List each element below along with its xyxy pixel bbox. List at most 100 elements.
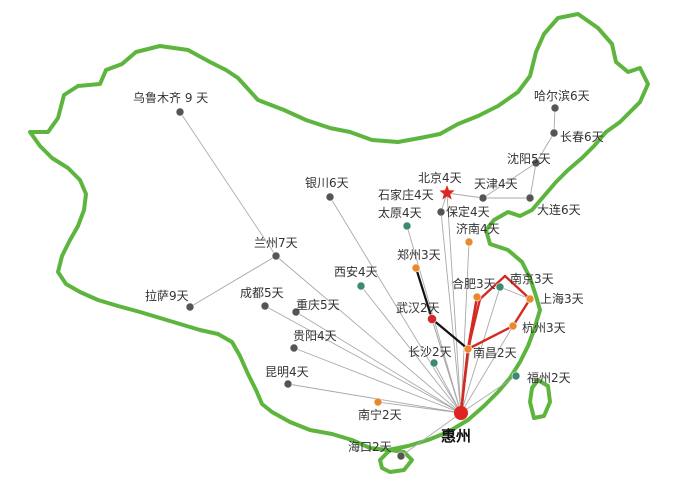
city-node-lhasa (185, 302, 195, 312)
city-node-urumqi (175, 107, 185, 117)
route-line-lanzhou (275, 255, 462, 414)
city-node-nanjing (495, 282, 505, 292)
city-label-lanzhou: 兰州7天 (254, 236, 298, 250)
city-label-jinan: 济南4天 (456, 221, 500, 236)
highlight-route-zhengzhou-wuhan (414, 266, 434, 321)
city-node-chongqing (291, 307, 301, 317)
route-line-nanjing-shanghai (499, 286, 531, 300)
route-line-urumqi-lanzhou (179, 111, 277, 257)
city-label-hangzhou: 杭州3天 (522, 320, 566, 335)
route-line-yinchuan (329, 196, 462, 414)
route-line-kunming (287, 383, 462, 414)
city-node-xian (356, 281, 366, 291)
city-label-xian: 西安4天 (334, 264, 378, 279)
city-labels: 乌鲁木齐 9 天 哈尔滨6天长春6天沈阳5天大连6天 北京4天天津4天石家庄4天保定… (133, 88, 604, 454)
city-label-lhasa: 拉萨9天 (145, 288, 189, 303)
highlight-routes (414, 266, 532, 415)
highlight-route-red-3 (466, 324, 515, 351)
city-node-taiyuan (402, 221, 412, 231)
hainan-outline (378, 448, 414, 474)
city-label-fuzhou: 福州2天 (527, 370, 571, 385)
route-line-haikou (400, 412, 462, 457)
highlight-route-hub-nanchang (459, 347, 470, 415)
city-label-dalian: 大连6天 (537, 202, 581, 217)
route-line-tianjin-shenyang (482, 162, 537, 199)
route-line-nanjing (460, 286, 501, 414)
route-line-beijing-tianjin (446, 192, 484, 199)
city-node-fuzhou (511, 371, 521, 381)
city-label-shanghai: 上海3天 (540, 291, 584, 306)
city-label-beijing: 北京4天 (418, 171, 462, 185)
city-label-harbin: 哈尔滨6天 (534, 88, 590, 103)
city-node-zhengzhou (411, 263, 421, 273)
city-node-shenyang (531, 158, 541, 168)
city-label-yinchuan: 银川6天 (305, 176, 349, 190)
city-node-tianjin (478, 193, 488, 203)
route-line-shenyang-changchun (535, 132, 555, 164)
city-node-harbin (550, 103, 560, 113)
city-node-nanning (373, 397, 383, 407)
hub-node (454, 406, 468, 420)
route-line-jinan (460, 241, 470, 414)
china-outline (28, 12, 650, 452)
route-line-lanzhou-lhasa (189, 255, 277, 308)
city-label-guiyang: 贵阳4天 (293, 329, 337, 343)
city-node-changsha (429, 358, 439, 368)
city-label-nanchang: 南昌2天 (473, 345, 517, 360)
city-label-changchun: 长春6天 (560, 130, 604, 144)
city-label-kunming: 昆明4天 (265, 365, 309, 379)
highlight-route-red-4 (511, 297, 532, 328)
city-nodes (175, 103, 560, 461)
city-label-haikou: 海口2天 (348, 439, 392, 454)
taiwan-outline (528, 378, 552, 420)
city-label-changsha: 长沙2天 (408, 345, 452, 359)
city-node-wuhan (427, 314, 437, 324)
city-node-baoding (436, 207, 446, 217)
city-node-dalian (525, 193, 535, 203)
route-line-beijing (446, 192, 462, 414)
route-line-xian (360, 285, 462, 414)
city-node-guiyang (289, 343, 299, 353)
city-label-wuhan: 武汉2天 (396, 301, 440, 315)
star-icon (439, 185, 455, 200)
route-line-shenyang-dalian (529, 162, 537, 199)
city-label-baoding: 保定4天 (446, 204, 490, 219)
route-line-chengdu (264, 305, 462, 414)
city-label-hefei: 合肥3天 (452, 276, 496, 291)
city-node-changchun (549, 128, 559, 138)
city-node-shanghai (525, 294, 535, 304)
city-label-shijiazhuang: 石家庄4天 (378, 187, 434, 202)
city-node-lanzhou (271, 251, 281, 261)
city-label-chongqing: 重庆5天 (296, 298, 340, 312)
route-line-baoding (440, 211, 462, 414)
city-node-nanchang (463, 344, 473, 354)
city-label-nanning: 南宁2天 (358, 407, 402, 422)
route-line-hangzhou (460, 325, 514, 414)
hub-label: 惠州 (441, 427, 471, 445)
city-node-hangzhou (508, 321, 518, 331)
route-line-chongqing (295, 311, 462, 414)
route-line-changsha (433, 362, 462, 414)
city-node-haikou (396, 451, 406, 461)
route-line-nanning (377, 401, 462, 414)
city-node-jinan (464, 237, 474, 247)
highlight-route-wuhan-nanchang (430, 317, 470, 351)
highlight-route-red-6 (478, 274, 507, 301)
city-label-zhengzhou: 郑州3天 (397, 247, 441, 262)
city-label-taiyuan: 太原4天 (378, 205, 422, 220)
highlight-route-red-7 (466, 297, 482, 351)
city-node-yinchuan (325, 192, 335, 202)
city-node-hefei (472, 292, 482, 302)
city-label-urumqi: 乌鲁木齐 9 天 (133, 90, 208, 105)
city-node-kunming (283, 379, 293, 389)
city-label-chengdu: 成都5天 (240, 286, 284, 300)
city-label-nanjing: 南京3天 (510, 271, 554, 286)
route-line-guiyang (293, 347, 462, 414)
highlight-route-red-5 (503, 274, 532, 301)
city-node-chengdu (260, 301, 270, 311)
route-line-fuzhou (460, 375, 517, 414)
city-label-tianjin: 天津4天 (474, 177, 518, 191)
city-label-shenyang: 沈阳5天 (507, 151, 551, 166)
